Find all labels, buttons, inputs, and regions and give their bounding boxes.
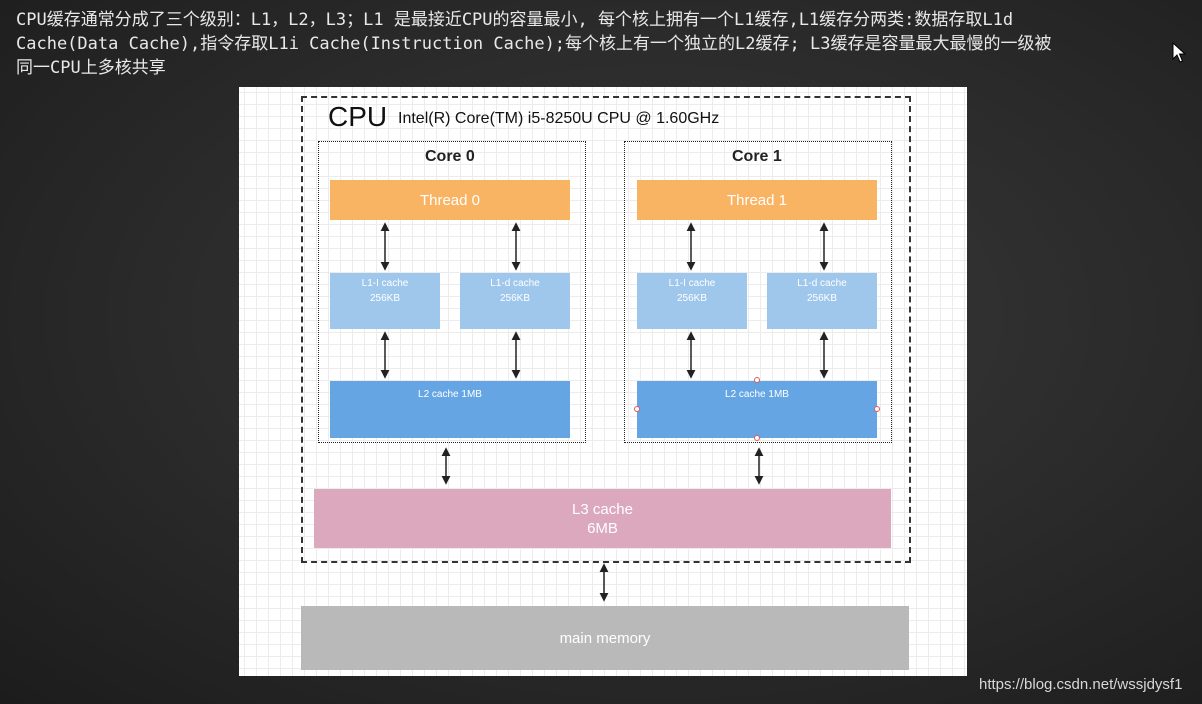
- caption-line-3: 同一CPU上多核共享: [16, 58, 166, 78]
- caption-line-2: Cache(Data Cache),指令存取L1i Cache(Instruct…: [16, 34, 1052, 54]
- core-1-boundary: [624, 141, 892, 443]
- caption-line-1: CPU缓存通常分成了三个级别：L1，L2，L3；L1 是最接近CPU的容量最小,…: [16, 10, 1014, 30]
- thread-0-label: Thread 0: [419, 191, 481, 209]
- core-1-label: Core 1: [732, 148, 782, 165]
- selection-handle-top[interactable]: [754, 377, 760, 383]
- core-0-l1d-name: L1-d cache: [490, 278, 540, 289]
- cpu-model: Intel(R) Core(TM) i5-8250U CPU @ 1.60GHz: [398, 110, 720, 127]
- core-0-l1i-cache: L1-I cache 256KB: [330, 273, 440, 329]
- thread-1-label: Thread 1: [726, 191, 788, 209]
- cpu-title: CPU: [328, 101, 388, 132]
- core-1-l1i-cache: L1-I cache 256KB: [637, 273, 747, 329]
- main-memory: main memory: [301, 606, 909, 670]
- core-1-l2-cache[interactable]: L2 cache 1MB: [637, 381, 877, 438]
- core-0-l1d-cache: L1-d cache 256KB: [460, 273, 570, 329]
- core-1-l2-label: L2 cache 1MB: [725, 389, 789, 400]
- core-1-l1d-name: L1-d cache: [797, 278, 847, 289]
- selection-handle-bottom[interactable]: [754, 435, 760, 441]
- core-1-l1i-size: 256KB: [676, 293, 708, 304]
- core-0-label: Core 0: [425, 148, 475, 165]
- core-0-l1i-name: L1-I cache: [361, 278, 409, 289]
- thread-0-box: Thread 0: [330, 180, 570, 220]
- cpu-boundary: [301, 96, 911, 563]
- l3-cache-size: 6MB: [587, 519, 618, 537]
- core-0-boundary: [318, 141, 586, 443]
- selection-handle-right[interactable]: [874, 406, 880, 412]
- l3-cache: L3 cache 6MB: [314, 489, 891, 548]
- core-1-l1d-size: 256KB: [806, 293, 838, 304]
- core-0-l1d-size: 256KB: [499, 293, 531, 304]
- caption-text: CPU缓存通常分成了三个级别：L1，L2，L3；L1 是最接近CPU的容量最小,…: [16, 8, 1176, 80]
- l3-cache-name: L3 cache: [572, 500, 633, 518]
- core-1-l1i-name: L1-I cache: [668, 278, 716, 289]
- selection-handle-left[interactable]: [634, 406, 640, 412]
- core-0-l2-cache: L2 cache 1MB: [330, 381, 570, 438]
- connection-arrows: [380, 222, 829, 602]
- core-0-l1i-size: 256KB: [369, 293, 401, 304]
- core-1-l1d-cache: L1-d cache 256KB: [767, 273, 877, 329]
- main-memory-label: main memory: [559, 629, 651, 647]
- core-0-l2-label: L2 cache 1MB: [418, 389, 482, 400]
- mouse-cursor-icon: [1172, 42, 1186, 63]
- diagram-canvas: CPU Intel(R) Core(TM) i5-8250U CPU @ 1.6…: [239, 87, 967, 676]
- watermark-url: https://blog.csdn.net/wssjdysf1: [979, 676, 1183, 693]
- thread-1-box: Thread 1: [637, 180, 877, 220]
